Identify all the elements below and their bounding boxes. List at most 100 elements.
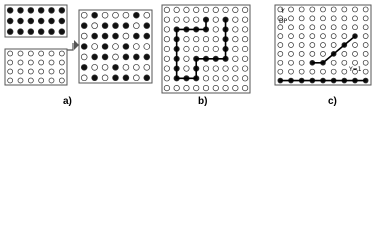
empty-dot [80, 11, 88, 19]
empty-dot [242, 16, 249, 23]
filled-dot [91, 32, 98, 40]
empty-dot [277, 6, 284, 13]
empty-dot [173, 6, 180, 13]
empty-dot [38, 77, 45, 84]
empty-dot [352, 6, 358, 13]
empty-dot [341, 6, 348, 13]
panel-label-b: b) [198, 96, 208, 107]
filled-dot [91, 74, 98, 82]
filled-dot [122, 53, 130, 61]
empty-dot [48, 68, 55, 75]
empty-dot [133, 74, 140, 82]
empty-dot [202, 6, 210, 13]
filled-dot [6, 7, 14, 14]
empty-dot [277, 68, 284, 75]
filled-dot [58, 7, 66, 14]
empty-dot [7, 59, 14, 66]
filled-dot [37, 17, 45, 25]
y-value-label: Y=1 [348, 66, 362, 73]
empty-dot [183, 6, 190, 13]
empty-dot [193, 36, 200, 43]
filled-dot [91, 11, 98, 19]
empty-dot [80, 32, 88, 40]
empty-dot [163, 16, 170, 23]
filled-dot [122, 43, 130, 50]
filled-dot [27, 7, 35, 14]
filled-dot [143, 32, 151, 40]
empty-dot [17, 59, 24, 66]
empty-dot [242, 75, 249, 82]
empty-dot [202, 65, 210, 72]
empty-dot [309, 24, 316, 31]
empty-dot [202, 75, 210, 82]
empty-dot [163, 6, 170, 13]
filled-dot [48, 17, 55, 25]
empty-dot [7, 68, 14, 75]
empty-dot [101, 74, 109, 82]
empty-dot [277, 51, 284, 57]
filled-dot [143, 74, 151, 82]
panel-a [4, 4, 153, 86]
empty-dot [288, 24, 294, 31]
empty-dot [112, 11, 119, 19]
empty-dot [7, 77, 14, 84]
empty-dot [320, 51, 326, 57]
empty-dot [17, 50, 24, 57]
empty-dot [298, 24, 305, 31]
empty-dot [242, 55, 249, 62]
empty-dot [352, 15, 358, 22]
empty-dot [298, 6, 305, 13]
empty-dot [341, 68, 348, 75]
empty-dot [309, 51, 316, 57]
empty-dot [222, 65, 229, 72]
panel-label-c: c) [328, 96, 337, 107]
empty-dot [27, 50, 34, 57]
empty-dot [320, 15, 326, 22]
empty-dot [48, 50, 55, 57]
empty-dot [330, 15, 337, 22]
empty-dot [122, 64, 130, 71]
empty-dot [242, 45, 249, 53]
empty-dot [163, 26, 170, 33]
empty-dot [362, 59, 369, 66]
empty-dot [163, 75, 170, 82]
empty-dot [38, 50, 45, 57]
empty-dot [212, 85, 219, 92]
empty-dot [320, 42, 326, 48]
filled-dot [27, 17, 35, 25]
filled-dot [101, 53, 109, 61]
empty-dot [232, 85, 239, 92]
empty-dot [91, 43, 98, 50]
filled-dot [133, 11, 140, 19]
filled-dot [58, 28, 66, 35]
empty-dot [352, 68, 358, 75]
empty-dot [362, 24, 369, 31]
empty-dot [48, 77, 55, 84]
empty-dot [352, 51, 358, 57]
empty-dot [38, 68, 45, 75]
filled-dot [17, 17, 24, 25]
filled-dot [112, 74, 119, 82]
empty-dot [341, 15, 348, 22]
filled-dot [17, 7, 24, 14]
empty-dot [183, 45, 190, 53]
empty-dot [309, 42, 316, 48]
empty-dot [133, 43, 140, 50]
empty-dot [27, 59, 34, 66]
empty-dot [183, 85, 190, 92]
panel-b [161, 4, 251, 94]
empty-dot [183, 55, 190, 62]
filled-dot [122, 22, 130, 29]
empty-dot [341, 51, 348, 57]
empty-dot [212, 16, 219, 23]
empty-dot [277, 59, 284, 66]
empty-dot [193, 85, 200, 92]
empty-dot [101, 11, 109, 19]
empty-dot [242, 85, 249, 92]
empty-dot [80, 74, 88, 82]
empty-dot [232, 55, 239, 62]
filled-dot [101, 22, 109, 29]
empty-dot [242, 6, 249, 13]
empty-dot [232, 75, 239, 82]
